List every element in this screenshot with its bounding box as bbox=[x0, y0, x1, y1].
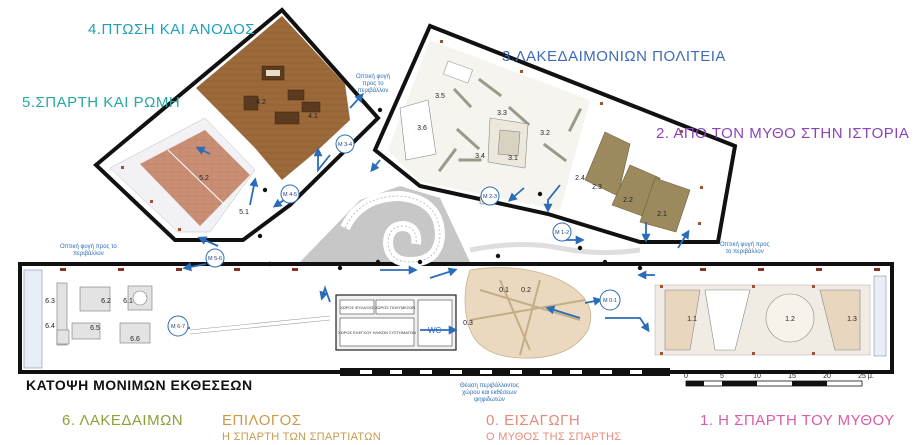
service-control: ΧΩΡΟΣ ΕΛΕΓΧΟΥ ΗΛ/ΚΩΝ ΣΥΣΤΗΜΑΤΩΝ bbox=[338, 330, 416, 335]
section-0-subtitle: Ο ΜΥΘΟΣ ΤΗΣ ΣΠΑΡΤΗΣ bbox=[486, 431, 622, 443]
service-block bbox=[335, 294, 457, 351]
media-m01: Μ 0-1 bbox=[603, 298, 617, 304]
scale-tick: 25 μ. bbox=[858, 373, 874, 380]
room-6-2: 6.2 bbox=[101, 298, 111, 305]
room-4-2: 4.2 bbox=[256, 99, 266, 106]
plan-title: ΚΑΤΟΨΗ ΜΟΝΙΜΩΝ ΕΚΘΕΣΕΩΝ bbox=[26, 377, 253, 393]
scale-bar bbox=[685, 380, 863, 387]
service-wc: WC bbox=[428, 326, 442, 335]
media-m23: Μ 2-3 bbox=[483, 194, 497, 200]
room-0-1: 0.1 bbox=[499, 287, 509, 294]
view-note-left: Οπτική φυγή προς το περιβάλλον bbox=[60, 244, 117, 257]
circulation-arrows bbox=[167, 93, 690, 335]
service-multimedia: ΧΩΡΟΣ ΠΟΛΥΜΕΣΩΝ bbox=[375, 305, 415, 310]
scale-tick: 10 bbox=[753, 373, 761, 380]
room-1-1: 1.1 bbox=[687, 316, 697, 323]
section-6-title: 6. ΛΑΚΕΔΑΙΜΩΝ bbox=[62, 412, 184, 429]
right-end-band bbox=[873, 275, 887, 357]
epilogue-subtitle: Η ΣΠΑΡΤΗ ΤΩΝ ΣΠΑΡΤΙΑΤΩΝ bbox=[222, 431, 381, 443]
room-6-3: 6.3 bbox=[45, 298, 55, 305]
room-5-1: 5.1 bbox=[239, 209, 249, 216]
view-note-bottom: Θέαση περιβάλλοντος χώρου και εκθέσεων ψ… bbox=[460, 383, 519, 403]
room-6-4: 6.4 bbox=[45, 323, 55, 330]
left-end-band bbox=[23, 269, 43, 369]
room-2-2: 2.2 bbox=[623, 197, 633, 204]
section-3-title: 3.ΛΑΚΕΔΑΙΜΟΝΙΩΝ ΠΟΛΙΤΕΙΑ bbox=[502, 48, 726, 65]
scale-tick: 0 bbox=[684, 373, 688, 380]
room-2-4: 2.4 bbox=[575, 175, 585, 182]
room-3-4: 3.4 bbox=[475, 153, 485, 160]
media-m12: Μ 1-2 bbox=[555, 230, 569, 236]
room-6-1: 6.1 bbox=[123, 298, 133, 305]
media-m67: Μ 6-7 bbox=[171, 324, 185, 330]
scale-tick: 5 bbox=[720, 373, 724, 380]
section-5-title: 5.ΣΠΑΡΤΗ ΚΑΙ ΡΩΜΗ bbox=[22, 94, 181, 111]
service-labels: ΧΩΡΟΣ ΦΥΛΑΞΗΣ ΧΩΡΟΣ ΠΟΛΥΜΕΣΩΝ ΧΩΡΟΣ ΕΛΕΓ… bbox=[338, 305, 416, 335]
section-4-title: 4.ΠΤΩΣΗ ΚΑΙ ΑΝΟΔΟΣ bbox=[88, 21, 256, 38]
view-note-right: Οπτική φυγή προς το περιβάλλον bbox=[720, 242, 770, 255]
scale-tick: 20 bbox=[823, 373, 831, 380]
column-dots bbox=[257, 107, 643, 271]
room-6-5: 6.5 bbox=[90, 325, 100, 332]
view-note-top: Οπτική φυγή προς το περιβάλλον bbox=[356, 74, 391, 94]
room-3-6: 3.6 bbox=[417, 125, 427, 132]
service-kiosk: ΧΩΡΟΣ ΦΥΛΑΞΗΣ bbox=[340, 305, 374, 310]
scale-tick: 15 bbox=[788, 373, 796, 380]
room-5-2: 5.2 bbox=[199, 175, 209, 182]
section-0-map bbox=[464, 267, 592, 359]
section-1-exhibits bbox=[654, 284, 871, 356]
epilogue-title: ΕΠΙΛΟΓΟΣ bbox=[222, 412, 302, 429]
room-0-3: 0.3 bbox=[463, 320, 473, 327]
courtyard bbox=[300, 186, 641, 268]
room-3-2: 3.2 bbox=[540, 130, 550, 137]
room-labels: 0.1 0.2 0.3 1.1 1.2 1.3 2.1 2.2 2.3 2.4 … bbox=[45, 93, 857, 343]
media-m45: Μ 4-5 bbox=[283, 192, 297, 198]
bottom-band bbox=[340, 368, 670, 376]
scale-ticks: 0 5 10 15 20 25 μ. bbox=[684, 373, 874, 380]
room-2-3: 2.3 bbox=[592, 184, 602, 191]
room-0-2: 0.2 bbox=[521, 287, 531, 294]
upper-left-wing bbox=[92, 7, 381, 242]
upper-right-wing bbox=[372, 23, 738, 244]
room-1-3: 1.3 bbox=[847, 316, 857, 323]
section-6-exhibits bbox=[56, 282, 153, 346]
room-3-3: 3.3 bbox=[497, 110, 507, 117]
media-m34: Μ 3-4 bbox=[338, 142, 352, 148]
room-3-5: 3.5 bbox=[435, 93, 445, 100]
room-6-6: 6.6 bbox=[130, 336, 140, 343]
section-0-title: 0. ΕΙΣΑΓΩΓΗ bbox=[486, 412, 581, 429]
room-2-1: 2.1 bbox=[657, 211, 667, 218]
media-m56: Μ 5-6 bbox=[208, 256, 222, 262]
section-1-title: 1. Η ΣΠΑΡΤΗ ΤΟΥ ΜΥΘΟΥ bbox=[700, 412, 895, 429]
media-nodes bbox=[167, 134, 621, 337]
room-1-2: 1.2 bbox=[785, 316, 795, 323]
room-4-1: 4.1 bbox=[308, 113, 318, 120]
ramp-hatch bbox=[189, 315, 331, 335]
media-labels: Μ 0-1 Μ 1-2 Μ 2-3 Μ 3-4 Μ 4-5 Μ 5-6 Μ 6-… bbox=[171, 142, 617, 330]
section-2-title: 2. ΑΠΟ ΤΟΝ ΜΥΘΟ ΣΤΗΝ ΙΣΤΟΡΙΑ bbox=[656, 125, 910, 142]
room-3-1: 3.1 bbox=[508, 155, 518, 162]
